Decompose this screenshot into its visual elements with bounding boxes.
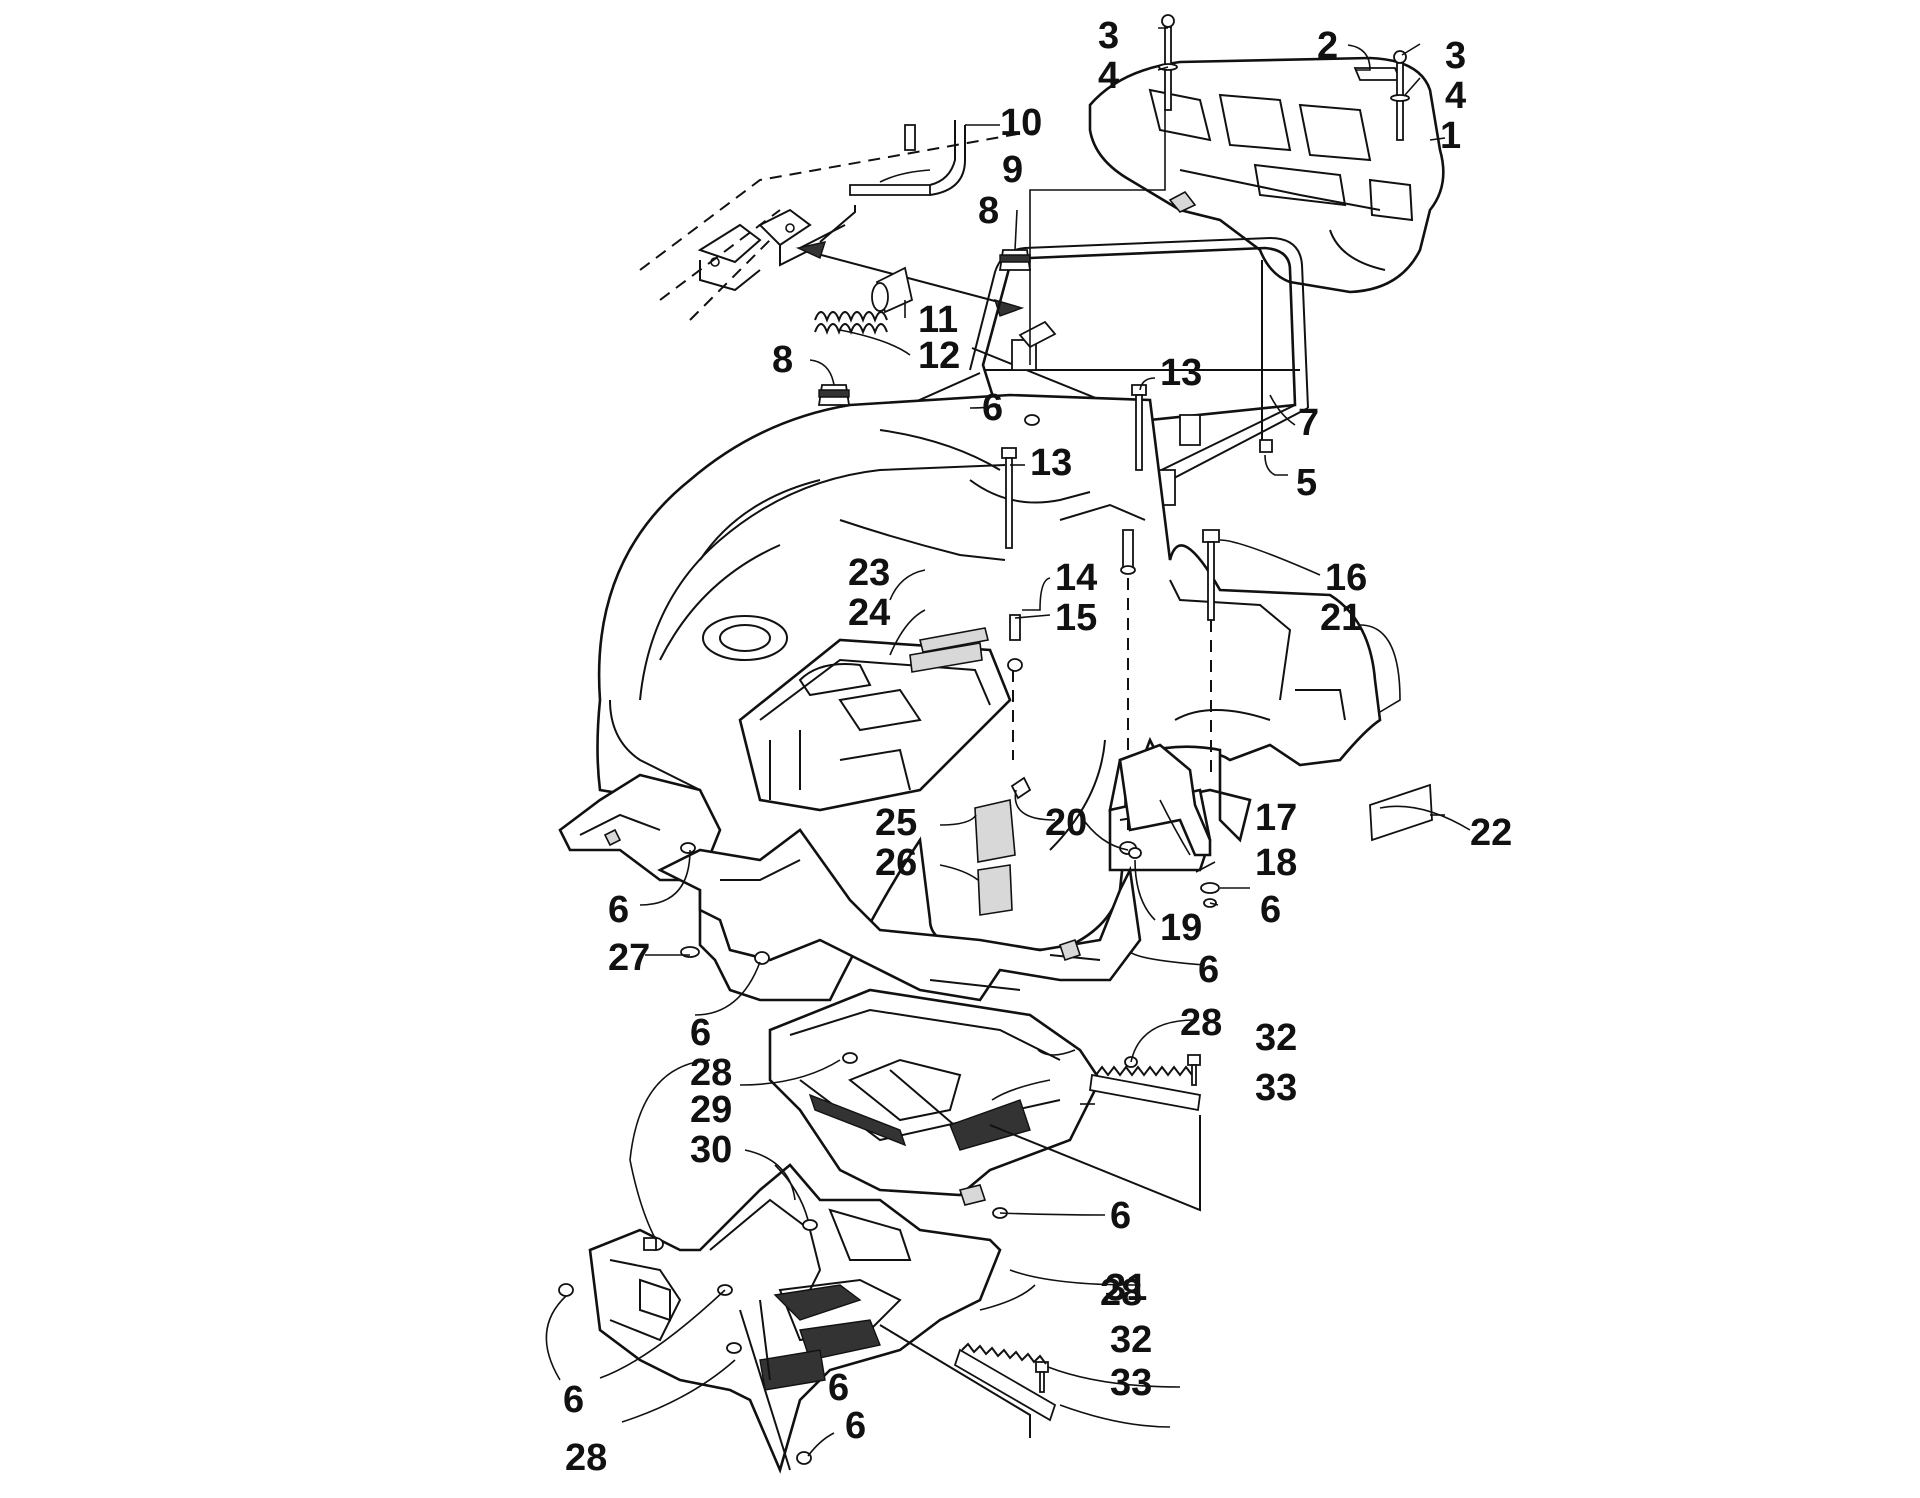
part-label-33: 33 [1110,1362,1152,1404]
left-footwell [588,1163,1002,1474]
part-label-5: 5 [1296,462,1317,504]
footrest-strips [879,1054,1202,1438]
part-label-12: 12 [918,335,960,377]
direction-arrow [795,241,1025,317]
part-label-6: 6 [982,387,1003,429]
part-label-13: 13 [1160,352,1202,394]
part-label-28: 28 [1180,1002,1222,1044]
part-label-28: 28 [565,1437,607,1479]
part-label-32: 32 [1255,1017,1297,1059]
fender-skirt [657,828,1142,1002]
part-label-11: 11 [918,299,958,341]
artwork [558,14,1445,1474]
storage-rack [1088,56,1445,294]
part-label-23: 23 [848,552,890,594]
part-label-18: 18 [1255,842,1297,884]
part-label-27: 27 [608,937,650,979]
part-label-31: 31 [1105,1267,1147,1309]
part-label-6: 6 [1110,1195,1131,1237]
part-label-4: 4 [1098,55,1119,97]
part-label-30: 30 [690,1129,732,1171]
part-label-28: 28 [1100,1272,1142,1314]
part-label-29: 29 [690,1089,732,1131]
part-label-26: 26 [875,842,917,884]
part-label-4: 4 [1445,75,1466,117]
part-label-1: 1 [1440,115,1461,157]
rack-bolts [1158,14,1410,141]
part-label-16: 16 [1325,557,1367,599]
part-label-33: 33 [1255,1067,1297,1109]
spring-and-knob [814,266,914,335]
part-label-6: 6 [845,1405,866,1447]
part-label-25: 25 [875,802,917,844]
part-label-6: 6 [828,1367,849,1409]
leader-lines [545,27,1471,1457]
part-label-17: 17 [1255,797,1297,839]
hitch-pin [849,120,966,196]
part-label-15: 15 [1055,597,1097,639]
part-label-22: 22 [1470,812,1512,854]
part-label-7: 7 [1298,402,1319,444]
part-label-6: 6 [608,889,629,931]
storage-compartment [738,638,1012,812]
part-label-20: 20 [1045,802,1087,844]
warning-decals [909,627,1016,916]
right-footwell [768,988,1102,1206]
part-label-8: 8 [978,190,999,232]
part-label-8: 8 [772,339,793,381]
part-label-10: 10 [1000,102,1042,144]
part-label-6: 6 [1198,949,1219,991]
callout-labels: 1 2 3 3 4 4 5 6 6 6 6 6 6 6 6 6 7 8 8 9 … [563,15,1512,1479]
rear-bracket-hardware [1010,529,1220,908]
part-label-2: 2 [1317,25,1338,67]
part-label-6: 6 [563,1379,584,1421]
side-decal [1369,783,1433,842]
part-label-21: 21 [1320,597,1362,639]
part-label-32: 32 [1110,1319,1152,1361]
nut-caps [817,249,1032,406]
part-label-6: 6 [690,1012,711,1054]
part-label-3: 3 [1098,15,1119,57]
part-label-9: 9 [1002,149,1023,191]
part-label-14: 14 [1055,557,1097,599]
part-label-6: 6 [1260,889,1281,931]
part-label-19: 19 [1160,907,1202,949]
frame-hitch-bracket [639,129,1041,321]
part-label-3: 3 [1445,35,1466,77]
part-label-13: 13 [1030,442,1072,484]
part-label-28: 28 [690,1052,732,1094]
part-label-24: 24 [848,592,890,634]
small-hardware-lower [558,1056,1138,1465]
frame-bolts [1001,384,1147,830]
